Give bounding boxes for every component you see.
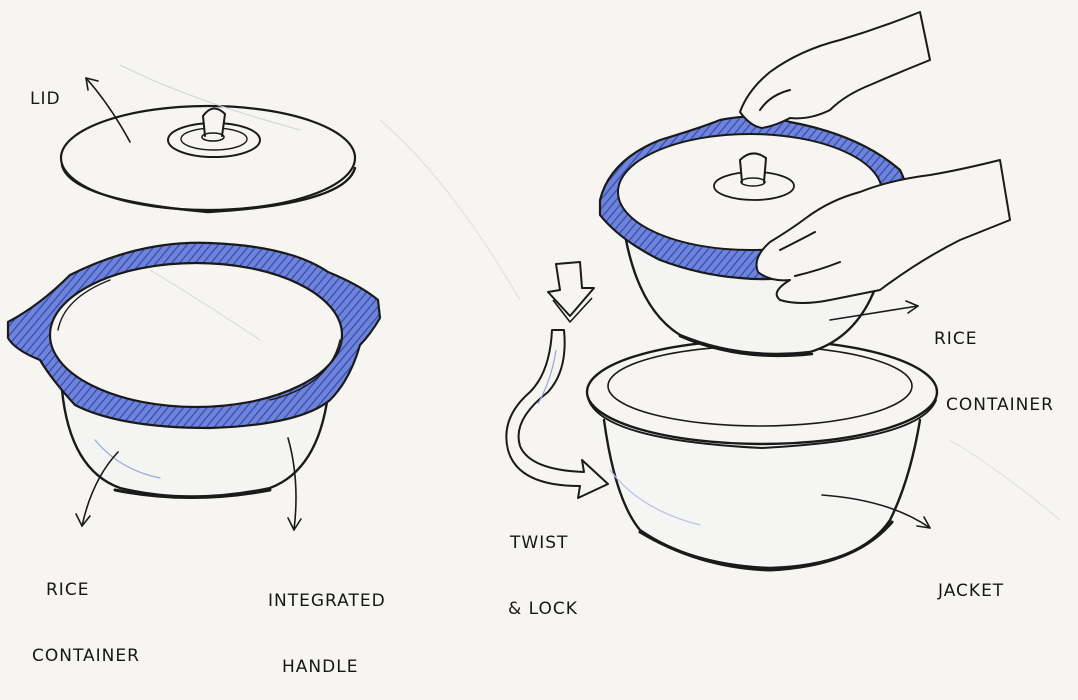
label-twist-lock-line2: & LOCK (508, 598, 578, 620)
twist-arrow-icon (506, 330, 608, 498)
label-lid-text: LID (30, 88, 61, 110)
hand-top-illustration (740, 12, 930, 128)
jacket-illustration (587, 340, 937, 570)
label-integrated-handle-line1: INTEGRATED (268, 590, 386, 612)
label-rice-container-right: RICE CONTAINER (934, 284, 1054, 438)
label-twist-lock: TWIST & LOCK (508, 488, 578, 642)
label-rice-container-left: RICE CONTAINER (44, 535, 140, 689)
label-lid: LID (30, 44, 61, 132)
label-integrated-handle: INTEGRATED HANDLE (268, 546, 386, 700)
label-jacket-text: JACKET (938, 580, 1004, 602)
label-integrated-handle-line2: HANDLE (268, 656, 386, 678)
label-rice-container-right-line2: CONTAINER (934, 394, 1054, 416)
label-rice-container-right-line1: RICE (934, 328, 1054, 350)
label-twist-lock-line1: TWIST (508, 532, 578, 554)
label-rice-container-left-line1: RICE (44, 579, 140, 601)
down-arrow-icon (548, 262, 594, 322)
rice-container-left-illustration (8, 243, 380, 498)
label-jacket: JACKET (938, 536, 1004, 624)
lid-illustration (61, 65, 355, 212)
label-rice-container-left-line2: CONTAINER (32, 645, 140, 667)
